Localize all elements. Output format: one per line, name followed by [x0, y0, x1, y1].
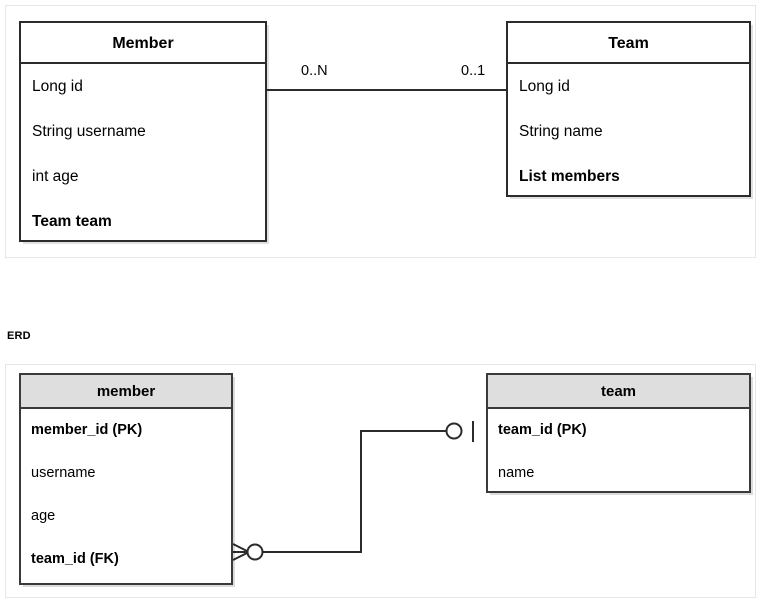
- uml-field-member-1: String username: [32, 123, 146, 140]
- erd-diagram-panel: member member_id (PK) username age team_…: [5, 364, 756, 598]
- erd-table-team[interactable]: team team_id (PK) name: [486, 373, 751, 493]
- erd-table-team-columns: team_id (PK) name: [488, 409, 749, 495]
- uml-association-line: [266, 89, 507, 91]
- erd-table-member[interactable]: member member_id (PK) username age team_…: [19, 373, 233, 585]
- uml-field-member-2: int age: [32, 168, 79, 185]
- uml-field-team-1: String name: [519, 123, 603, 140]
- uml-class-member-fields: Long id String username int age Team tea…: [21, 64, 265, 244]
- erd-table-team-title: team: [488, 375, 749, 409]
- uml-multiplicity-team-side: 0..1: [461, 63, 486, 79]
- uml-field-team-2: List members: [519, 168, 620, 185]
- uml-field-member-0: Long id: [32, 78, 83, 95]
- erd-section-label: ERD: [7, 330, 31, 342]
- erd-column-member-3: team_id (FK): [31, 551, 119, 567]
- uml-diagram-panel: Member Long id String username int age T…: [5, 5, 756, 258]
- erd-table-member-title: member: [21, 375, 231, 409]
- uml-field-team-0: Long id: [519, 78, 570, 95]
- uml-field-member-3: Team team: [32, 213, 112, 230]
- uml-class-member[interactable]: Member Long id String username int age T…: [19, 21, 267, 242]
- uml-class-team-title: Team: [508, 23, 749, 64]
- uml-class-team[interactable]: Team Long id String name List members: [506, 21, 751, 197]
- erd-column-team-1: name: [498, 465, 535, 481]
- uml-class-member-title: Member: [21, 23, 265, 64]
- erd-column-member-0: member_id (PK): [31, 422, 143, 438]
- erd-column-team-0: team_id (PK): [498, 422, 587, 438]
- erd-column-member-1: username: [31, 465, 96, 481]
- uml-multiplicity-member-side: 0..N: [301, 63, 328, 79]
- erd-column-member-2: age: [31, 508, 56, 524]
- uml-class-team-fields: Long id String name List members: [508, 64, 749, 199]
- erd-table-member-columns: member_id (PK) username age team_id (FK): [21, 409, 231, 581]
